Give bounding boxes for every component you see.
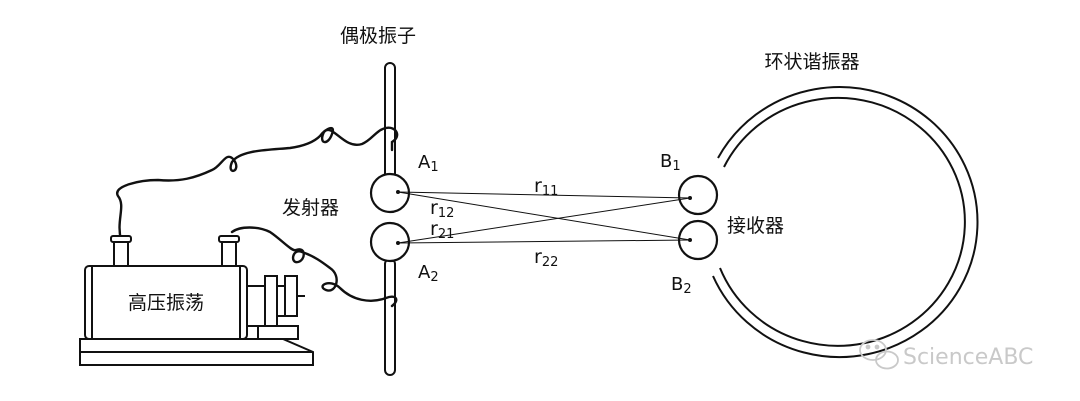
wechat-icon	[859, 339, 899, 370]
label-r12: r12	[430, 197, 454, 221]
label-transmitter: 发射器	[282, 197, 339, 219]
hv-oscillator	[79, 235, 314, 366]
label-dipole: 偶极振子	[340, 25, 416, 47]
transmitter-spheres	[369, 172, 411, 263]
label-b1: B1	[660, 151, 681, 174]
terminal-left	[113, 239, 129, 267]
wires	[116, 126, 399, 308]
label-r11: r11	[534, 175, 558, 199]
label-a2: A2	[418, 262, 439, 285]
label-a1: A1	[418, 152, 439, 175]
sphere-b1	[677, 174, 719, 216]
line-r22	[397, 239, 691, 244]
line-r12	[397, 191, 691, 241]
label-receiver: 接收器	[727, 215, 784, 237]
receiver-spheres	[677, 174, 719, 261]
sphere-a1	[369, 172, 411, 214]
line-r21	[397, 197, 691, 244]
line-r11	[397, 191, 691, 199]
watermark-text: ScienceABC	[903, 345, 1033, 370]
label-b2: B2	[671, 274, 692, 297]
label-r21: r21	[430, 218, 454, 242]
label-r22: r22	[534, 246, 558, 270]
dipole-rod	[384, 62, 396, 376]
label-ring-resonator: 环状谐振器	[764, 51, 859, 73]
label-hv-oscillator: 高压振荡	[128, 292, 204, 314]
terminal-right	[221, 239, 237, 267]
sphere-a2	[369, 221, 411, 263]
ring-resonator	[712, 86, 979, 358]
distance-lines	[397, 191, 691, 244]
